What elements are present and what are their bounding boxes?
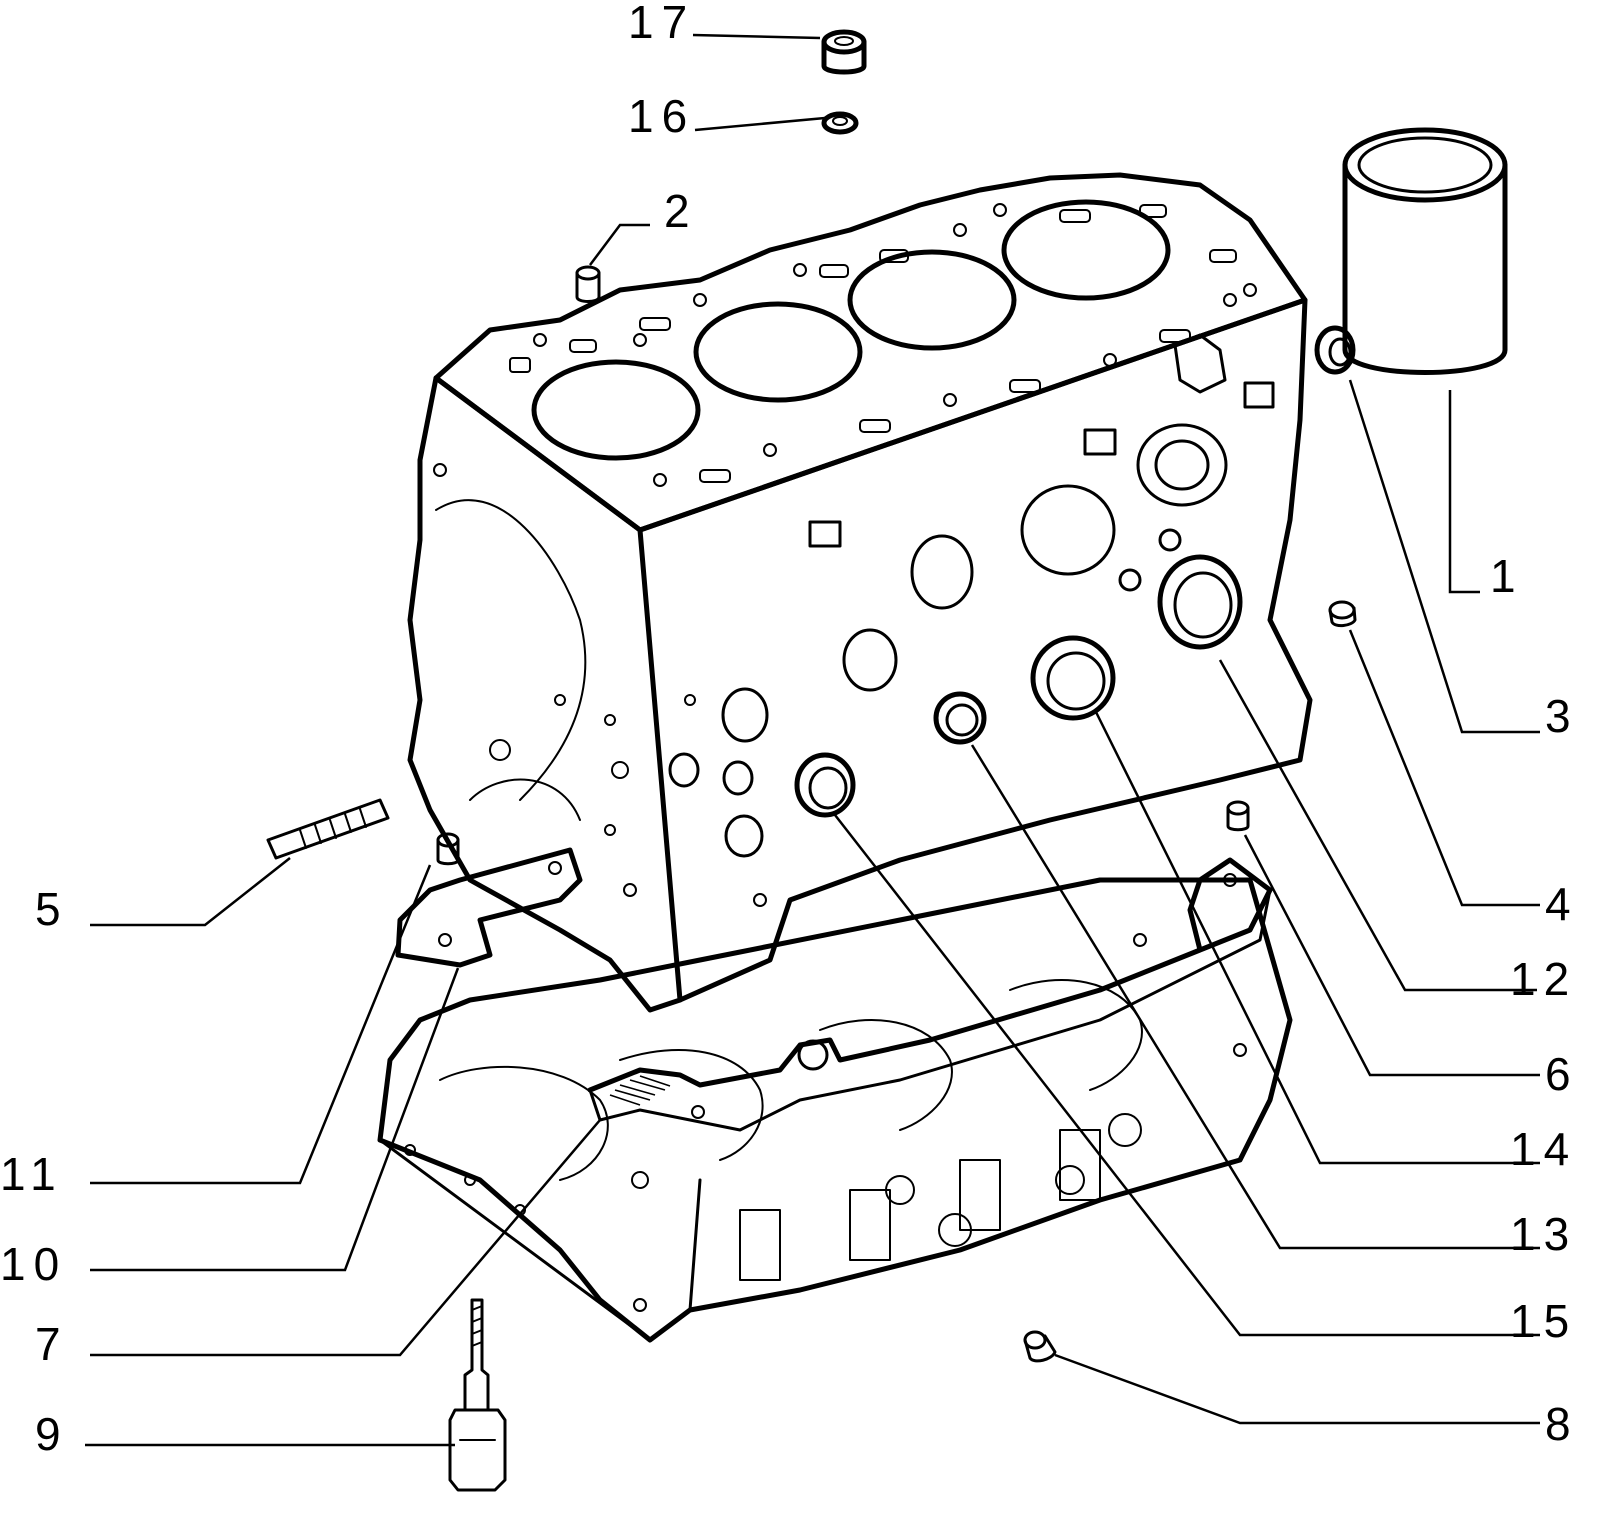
callout-labels: 17 16 2 1 3 4 12 6 14 13 15 8 5 11 10 7 … — [0, 0, 1579, 1460]
callout-10: 10 — [0, 1238, 67, 1290]
core-plug-medium — [1030, 635, 1116, 721]
dowel-pin-left — [436, 832, 460, 866]
washer — [821, 111, 859, 135]
callout-1: 1 — [1490, 550, 1524, 602]
bushing — [821, 29, 867, 75]
callout-16: 16 — [628, 90, 695, 142]
crankcase-lower-half — [377, 877, 1293, 1343]
cylinder-block — [407, 172, 1313, 1013]
gasket-hatch-marking — [609, 1075, 671, 1106]
dowel-pin-right — [1226, 800, 1250, 832]
core-plug-large — [1157, 554, 1243, 650]
callout-17: 17 — [628, 0, 695, 48]
callout-3: 3 — [1545, 690, 1579, 742]
callout-4: 4 — [1545, 878, 1579, 930]
callout-14: 14 — [1510, 1123, 1577, 1175]
dowel-pin-top — [575, 265, 601, 303]
callout-7: 7 — [35, 1318, 69, 1370]
main-bearing-bolt — [448, 1298, 507, 1492]
cylinder-liner — [1342, 127, 1508, 375]
callout-11: 11 — [0, 1148, 64, 1200]
core-plug-lower — [794, 752, 856, 818]
front-support-plate — [395, 847, 583, 968]
callout-5: 5 — [35, 883, 69, 935]
dowel-pin-bottom — [1023, 1330, 1057, 1363]
callout-6: 6 — [1545, 1048, 1579, 1100]
dowel-pin-side — [1328, 600, 1357, 628]
callout-12: 12 — [1510, 953, 1577, 1005]
callout-13: 13 — [1510, 1208, 1577, 1260]
callout-9: 9 — [35, 1408, 69, 1460]
oil-pan-gasket — [587, 857, 1273, 1132]
callout-15: 15 — [1510, 1295, 1577, 1347]
core-plug-small — [933, 691, 987, 745]
callout-2: 2 — [664, 185, 698, 237]
callout-8: 8 — [1545, 1398, 1579, 1450]
threaded-stud — [266, 798, 390, 860]
leader-lines — [85, 33, 1540, 1447]
liner-seal-ring — [1314, 325, 1356, 375]
